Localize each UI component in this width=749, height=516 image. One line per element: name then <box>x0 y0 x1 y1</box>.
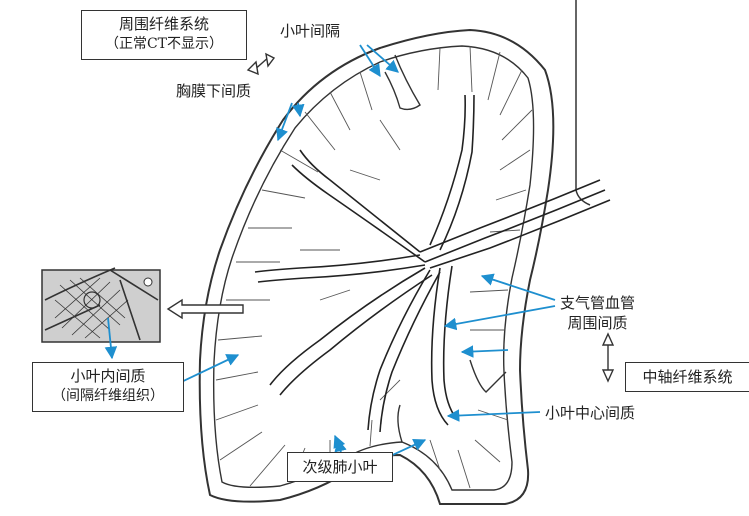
axial-system-label: 中轴纤维系统 <box>642 368 733 386</box>
centrilobular-label: 小叶中心间质 <box>545 404 636 422</box>
bronchovascular-label: 支气管血管 周围间质 <box>560 293 635 333</box>
peripheral-note-label: （正常CT不显示） <box>104 36 224 52</box>
peripheral-system-label: 周围纤维系统 <box>118 15 209 33</box>
intralobular-inset <box>41 267 161 343</box>
septum-notch-bottom <box>397 404 403 443</box>
subpleural-inner-line <box>212 45 535 491</box>
interlobular-septa-label: 小叶间隔 <box>280 22 341 40</box>
relation-arrows <box>246 52 615 383</box>
secondary-lobule-box: 次级肺小叶 <box>287 452 393 482</box>
bronchovascular-tree <box>254 94 611 433</box>
bronchovascular-line1: 支气管血管 <box>560 294 636 312</box>
intralobular-line2: （间隔纤维组织） <box>52 388 164 404</box>
axial-system-box: 中轴纤维系统 <box>625 362 749 392</box>
septum-notch-top <box>384 54 421 111</box>
subpleural-interstitium-label: 胸膜下间质 <box>176 82 252 100</box>
pleura-outline <box>198 28 555 505</box>
inset-pointer-arrow <box>166 298 244 320</box>
intralobular-box: 小叶内间质 （间隔纤维组织） <box>32 362 184 412</box>
secondary-lobule-label: 次级肺小叶 <box>302 458 378 476</box>
interlobular-septa-lines <box>215 45 533 489</box>
intralobular-line1: 小叶内间质 <box>70 367 146 385</box>
mediastinum-edge <box>575 0 591 206</box>
bronchovascular-line2: 周围间质 <box>567 314 628 332</box>
septum-notch-right <box>469 359 507 393</box>
peripheral-system-box: 周围纤维系统 （正常CT不显示） <box>81 10 247 60</box>
